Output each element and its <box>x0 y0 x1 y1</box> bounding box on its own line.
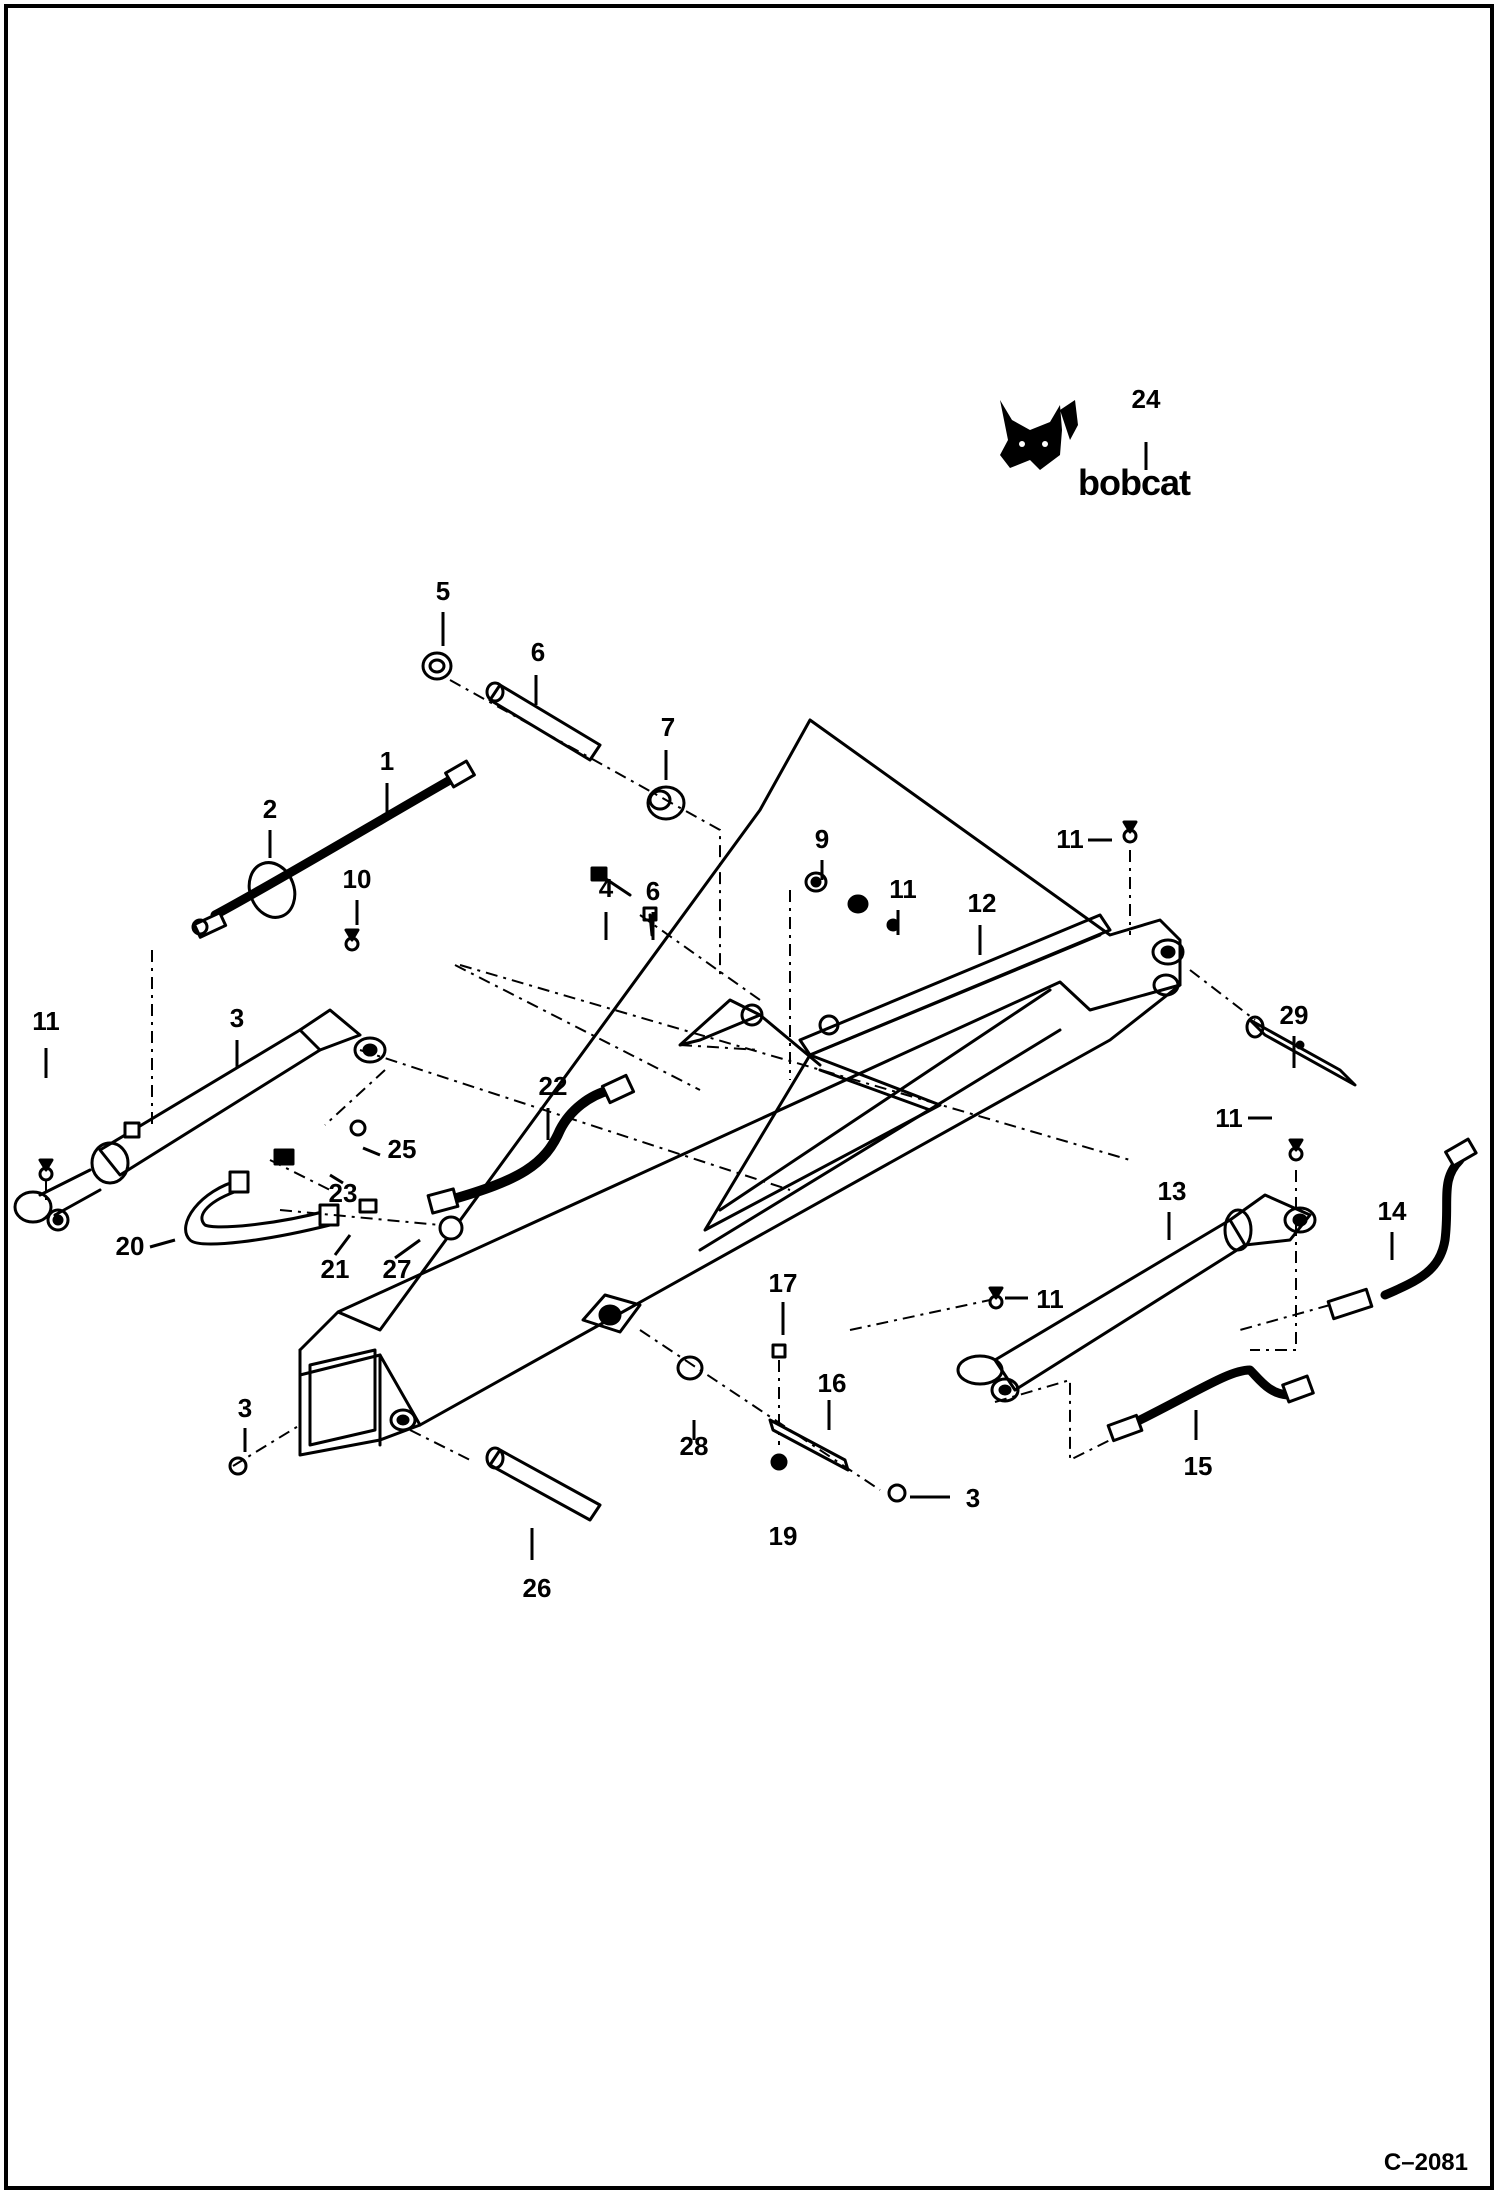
callout-14: 13 <box>1158 1176 1187 1206</box>
callout-22: 22 <box>539 1071 568 1101</box>
callout-10: 9 <box>815 824 829 854</box>
hose-15 <box>1326 1137 1478 1321</box>
sheet-border <box>4 4 1494 2190</box>
centerlines <box>45 679 1331 1491</box>
clamp-2 <box>247 861 297 919</box>
callout-5: 4 <box>599 873 614 903</box>
callout-7: 5 <box>436 576 450 606</box>
callout-24: 24 <box>1132 384 1161 414</box>
bushing-7 <box>421 651 453 681</box>
callout-11-a: 10 <box>343 864 372 894</box>
callout-27: 27 <box>383 1254 412 1284</box>
grease-fittings-11 <box>38 820 1304 1310</box>
hose-1 <box>191 759 476 939</box>
callout-11-b: 11 <box>1056 824 1084 854</box>
pin-17 <box>768 1418 850 1472</box>
bolt-5 <box>590 866 632 897</box>
callout-11-c: 11 <box>32 1006 60 1036</box>
drawing-id: C–2081 <box>1384 2149 1468 2176</box>
callout-17: 16 <box>818 1368 847 1398</box>
callout-29: 29 <box>1280 1000 1309 1030</box>
callout-20: 20 <box>116 1231 145 1261</box>
callout-11-e: 11 <box>1036 1284 1064 1314</box>
washer-10 <box>804 871 828 893</box>
callout-16: 15 <box>1184 1451 1213 1481</box>
callout-4: 3 <box>230 1003 244 1033</box>
bushing-28 <box>676 1355 704 1381</box>
boom-arm <box>298 718 1185 1457</box>
pin-8 <box>485 681 602 762</box>
pin-29 <box>1245 1015 1357 1087</box>
tube-20 <box>184 1170 340 1246</box>
callout-8: 6 <box>531 637 545 667</box>
callout-6: 6 <box>646 876 660 906</box>
hose-22 <box>426 1073 636 1215</box>
callout-2: 2 <box>263 794 277 824</box>
callout-19: 19 <box>769 1521 798 1551</box>
nut-3 <box>228 1456 907 1503</box>
bolt-18 <box>770 1343 788 1471</box>
bobcat-wordmark: bobcat <box>1078 462 1191 503</box>
callout-28: 28 <box>680 1431 709 1461</box>
callout-18: 17 <box>769 1268 798 1298</box>
bobcat-logo: bobcat <box>1000 400 1192 503</box>
leader-lines <box>44 442 1394 1560</box>
callout-15: 14 <box>1378 1196 1407 1226</box>
bushing-9 <box>646 785 686 821</box>
hose-16 <box>1106 1365 1315 1443</box>
callout-numbers: 24 5 6 7 1 2 10 9 11 4 6 11 12 11 3 29 2… <box>32 384 1407 1603</box>
callout-3-a: 3 <box>238 1393 252 1423</box>
callout-13: 12 <box>968 888 997 918</box>
washer-12 <box>847 894 900 932</box>
horizontal-leaders <box>149 838 1272 1499</box>
pin-26 <box>485 1446 602 1522</box>
callout-25: 25 <box>388 1134 417 1164</box>
callout-21: 21 <box>321 1254 350 1284</box>
callout-26: 26 <box>523 1573 552 1603</box>
cylinder-right <box>956 1193 1317 1403</box>
callout-3-b: 3 <box>966 1483 980 1513</box>
small-fittings <box>273 1119 464 1241</box>
callout-9: 7 <box>661 712 675 742</box>
callout-1: 1 <box>380 746 394 776</box>
callout-12: 11 <box>889 874 917 904</box>
callout-11-d: 11 <box>1215 1103 1243 1133</box>
